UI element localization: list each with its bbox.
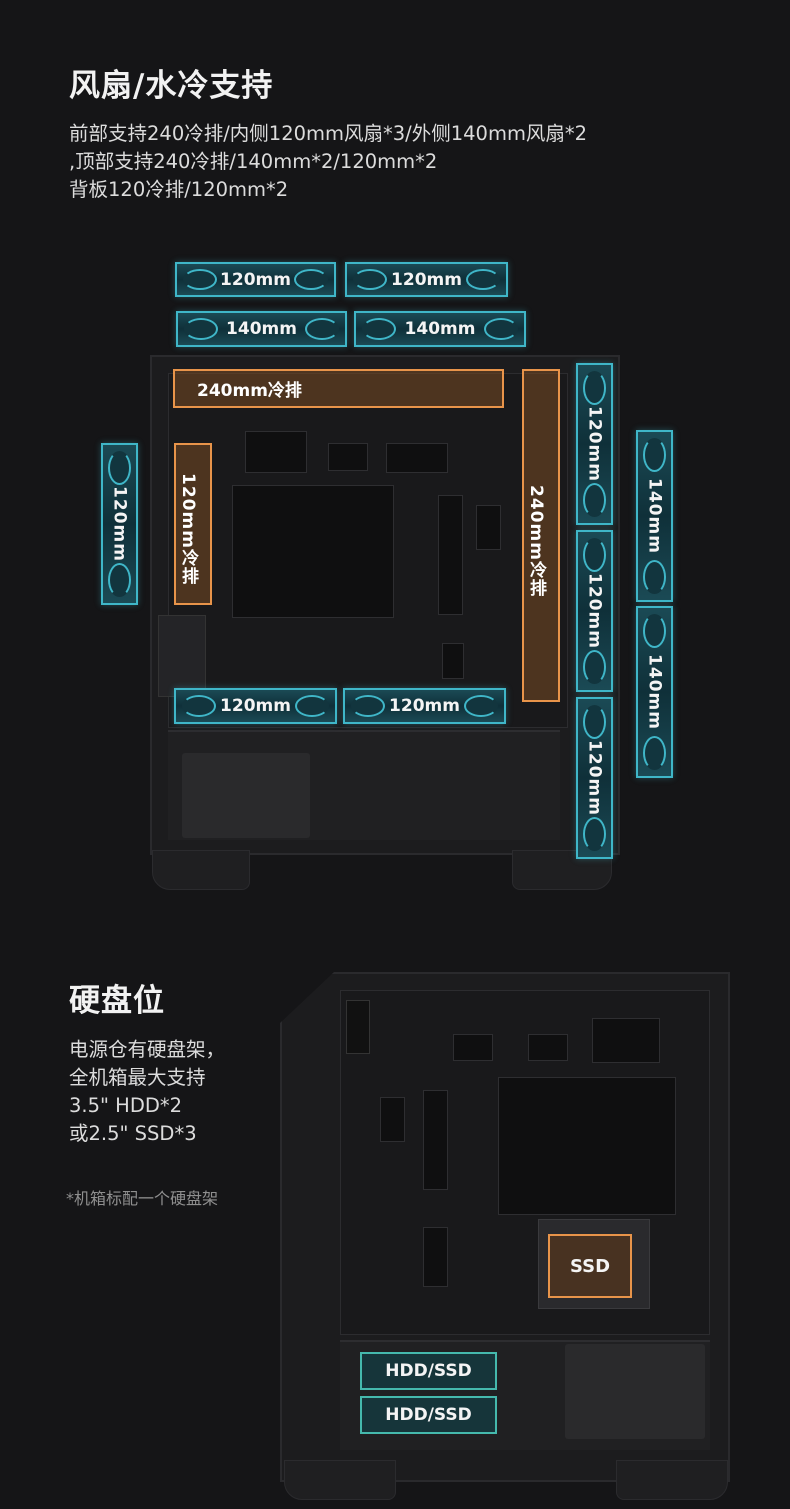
cooling-title: 风扇/水冷支持 xyxy=(69,68,274,104)
front-outer-fan-2: 140mm xyxy=(636,606,673,778)
cooling-description: 前部支持240冷排/内侧120mm风扇*3/外侧140mm风扇*2 ,顶部支持2… xyxy=(69,120,769,204)
drive-bay xyxy=(158,615,206,697)
tray-cutout-3 xyxy=(386,443,448,473)
cpu-cutout xyxy=(232,485,394,618)
drive-bay-1: HDD/SSD xyxy=(360,1352,497,1390)
top-fan-140-2: 140mm xyxy=(354,311,526,347)
case2-foot-right xyxy=(616,1460,728,1500)
front-inner-fan-2: 120mm xyxy=(576,530,613,692)
storage-line-3: 3.5" HDD*2 xyxy=(69,1094,183,1117)
shroud-panel xyxy=(182,753,310,838)
front-inner-fan-3: 120mm xyxy=(576,697,613,859)
case-foot-left xyxy=(152,850,250,890)
ssd-slot-label: SSD xyxy=(548,1234,632,1298)
cooling-line-3: 背板120冷排/120mm*2 xyxy=(69,178,289,201)
bottom-fan-1: 120mm xyxy=(174,688,337,724)
front-radiator: 240mm冷排 xyxy=(522,369,560,702)
storage-title: 硬盘位 xyxy=(69,983,165,1019)
storage-line-1: 电源仓有硬盘架， xyxy=(69,1038,226,1061)
bottom-fan-2: 120mm xyxy=(343,688,506,724)
storage-note: *机箱标配一个硬盘架 xyxy=(66,1189,219,1208)
tray-cutout-2 xyxy=(328,443,368,471)
cpu-cutout-2 xyxy=(498,1077,676,1215)
tray-cutout-4 xyxy=(438,495,463,615)
storage-description: 电源仓有硬盘架， 全机箱最大支持 3.5" HDD*2 或2.5" SSD*3 xyxy=(69,1036,299,1148)
cooling-line-1: 前部支持240冷排/内侧120mm风扇*3/外侧140mm风扇*2 xyxy=(69,122,588,145)
tray2-cutout-4 xyxy=(423,1090,448,1190)
storage-line-2: 全机箱最大支持 xyxy=(69,1066,206,1089)
tray-cutout-1 xyxy=(245,431,307,473)
front-inner-fan-1: 120mm xyxy=(576,363,613,525)
top-fan-120-1: 120mm xyxy=(175,262,336,297)
case2-foot-left xyxy=(284,1460,396,1500)
tray-cutout-5 xyxy=(476,505,501,550)
top-fan-120-2: 120mm xyxy=(345,262,508,297)
cooling-line-2: ,顶部支持240冷排/140mm*2/120mm*2 xyxy=(69,150,438,173)
drive-bay-2: HDD/SSD xyxy=(360,1396,497,1434)
storage-line-4: 或2.5" SSD*3 xyxy=(69,1122,197,1145)
rear-io xyxy=(346,1000,370,1054)
top-radiator: 240mm冷排 xyxy=(173,369,504,408)
front-outer-fan-1: 140mm xyxy=(636,430,673,602)
psu-unit xyxy=(565,1344,705,1439)
tray2-cutout-6 xyxy=(423,1227,448,1287)
tray2-cutout-3 xyxy=(592,1018,660,1063)
case-rear-view xyxy=(280,972,750,1509)
top-fan-140-1: 140mm xyxy=(176,311,347,347)
tray2-cutout-1 xyxy=(453,1034,493,1061)
tray2-cutout-5 xyxy=(380,1097,405,1142)
tray2-cutout-2 xyxy=(528,1034,568,1061)
rear-radiator: 120mm冷排 xyxy=(174,443,212,605)
tray-cutout-6 xyxy=(442,643,464,679)
rear-fan-120: 120mm xyxy=(101,443,138,605)
